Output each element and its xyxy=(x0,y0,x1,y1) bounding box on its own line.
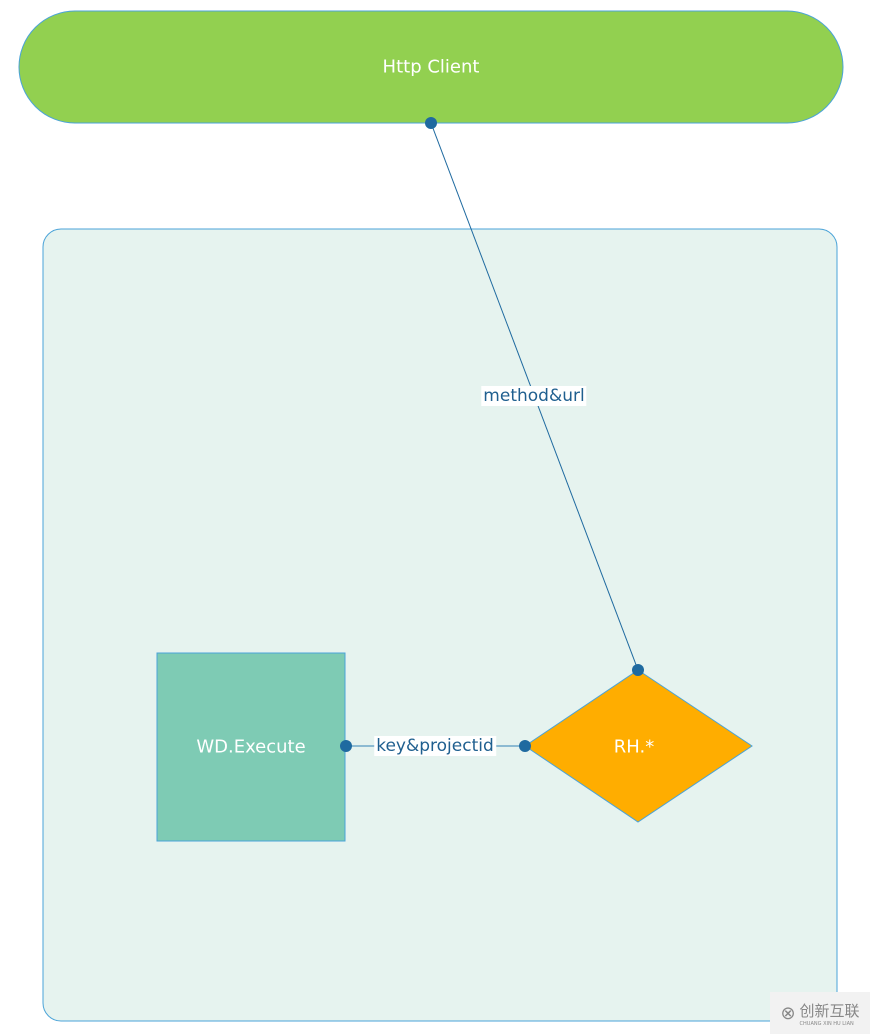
http-client-label: Http Client xyxy=(382,56,480,78)
wd-execute-label: WD.Execute xyxy=(196,736,306,758)
watermark-text: 创新互联 xyxy=(799,1001,860,1020)
connector-dot xyxy=(340,740,352,752)
watermark-subtext: CHUANG XIN HU LIAN xyxy=(799,1020,854,1027)
rh-label: RH.* xyxy=(613,736,655,758)
connector-dot xyxy=(425,117,437,129)
wd-execute-node[interactable] xyxy=(156,652,346,842)
key-projectid-label: key&projectid xyxy=(374,736,496,756)
rh-node[interactable] xyxy=(524,669,753,823)
watermark-icon: ⊗ xyxy=(780,1002,796,1024)
connector-dot xyxy=(519,740,531,752)
method-url-label: method&url xyxy=(481,386,587,406)
connector-dot xyxy=(632,664,644,676)
container-box[interactable] xyxy=(42,228,838,1022)
